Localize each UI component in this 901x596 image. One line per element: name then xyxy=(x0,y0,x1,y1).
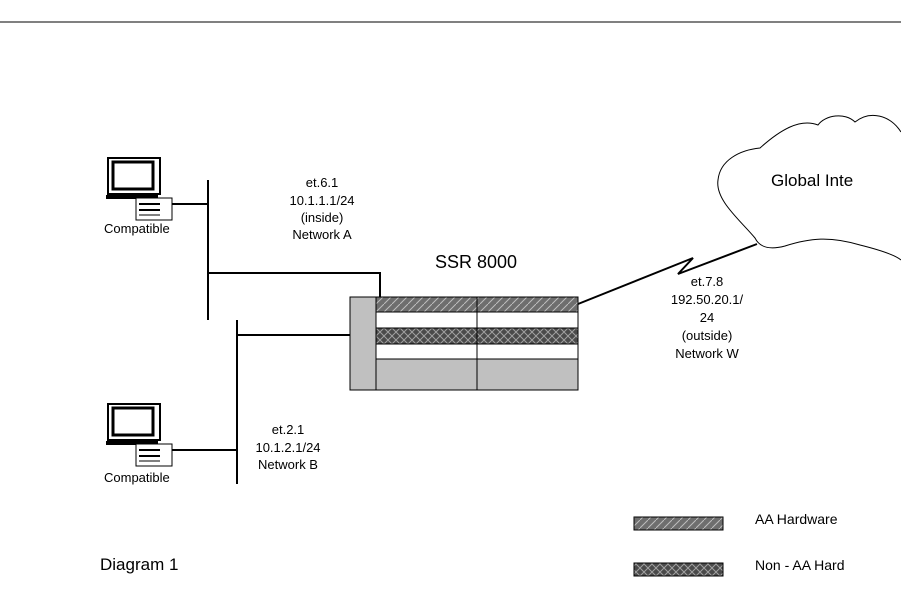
svg-text:Network B: Network B xyxy=(258,457,318,472)
svg-text:et.6.1: et.6.1 xyxy=(306,175,339,190)
svg-text:(outside): (outside) xyxy=(682,328,733,343)
legend-swatch-non-aa xyxy=(633,562,724,577)
svg-text:et.2.1: et.2.1 xyxy=(272,422,305,437)
legend-label-non-aa: Non - AA Hard xyxy=(755,557,845,573)
legend: AA Hardware Non - AA Hard xyxy=(633,511,845,577)
svg-text:10.1.2.1/24: 10.1.2.1/24 xyxy=(255,440,320,455)
svg-text:Network A: Network A xyxy=(292,227,352,242)
router-chassis xyxy=(349,296,579,391)
svg-text:10.1.1.1/24: 10.1.1.1/24 xyxy=(289,193,354,208)
network-w-label: et.7.8 192.50.20.1/ 24 (outside) Network… xyxy=(671,274,744,361)
svg-text:et.7.8: et.7.8 xyxy=(691,274,724,289)
network-b-label: et.2.1 10.1.2.1/24 Network B xyxy=(255,422,320,472)
legend-label-aa: AA Hardware xyxy=(755,511,838,527)
wan-link xyxy=(577,243,758,305)
router-title: SSR 8000 xyxy=(435,252,517,272)
network-a-link xyxy=(172,180,381,320)
internet-cloud xyxy=(717,114,901,261)
svg-text:24: 24 xyxy=(700,310,714,325)
svg-text:192.50.20.1/: 192.50.20.1/ xyxy=(671,292,744,307)
legend-swatch-aa xyxy=(633,516,724,531)
diagram-caption: Diagram 1 xyxy=(100,555,178,574)
cloud-label: Global Inte xyxy=(771,171,853,190)
computer-icon xyxy=(106,157,173,221)
computer-icon xyxy=(106,403,173,467)
pc-label: Compatible xyxy=(104,221,170,236)
svg-text:(inside): (inside) xyxy=(301,210,344,225)
svg-text:Network W: Network W xyxy=(675,346,739,361)
pc-label: Compatible xyxy=(104,470,170,485)
network-a-label: et.6.1 10.1.1.1/24 (inside) Network A xyxy=(289,175,354,242)
